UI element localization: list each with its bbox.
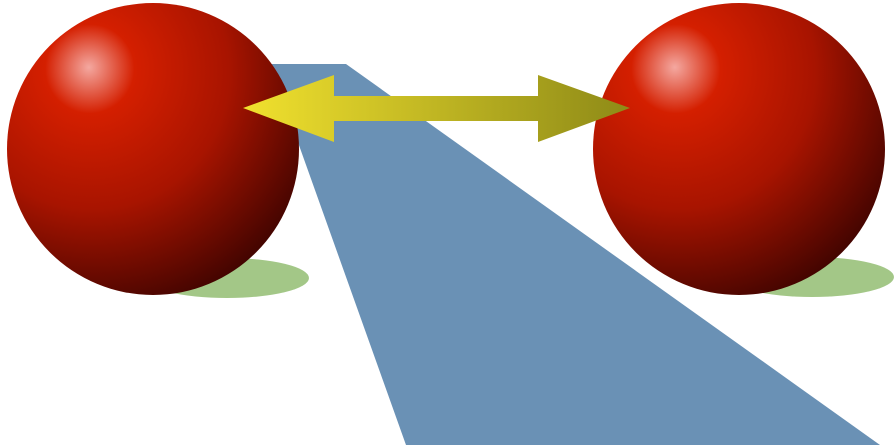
blue-perspective-band (270, 64, 880, 445)
left-red-sphere (7, 3, 299, 295)
right-red-sphere (593, 3, 885, 295)
double-headed-arrow (243, 75, 630, 142)
